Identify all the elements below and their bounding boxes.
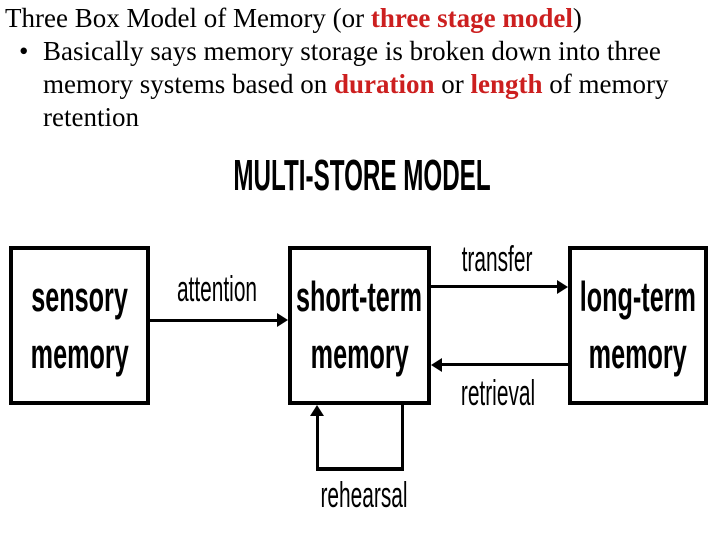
bullet-text: Basically says memory storage is broken … — [43, 35, 669, 134]
bullet-item: • Basically says memory storage is broke… — [19, 35, 717, 134]
text-segment: or — [434, 69, 471, 99]
long-term-memory-box: long-term memory — [568, 246, 708, 405]
sensory-memory-label-line-1: sensory — [31, 273, 128, 320]
text-segment: Three Box Model of Memory (or — [5, 3, 371, 33]
retrieval-arrow-label: retrieval — [460, 372, 536, 413]
transfer-arrow-label: transfer — [461, 238, 533, 279]
retrieval-arrowhead-icon — [431, 358, 442, 372]
diagram-title: MULTI-STORE MODEL — [233, 151, 491, 200]
long-term-memory-label-line-1: long-term — [579, 273, 697, 320]
text-segment: memory systems based on — [43, 69, 334, 99]
sensory-memory-label-line-2: memory — [30, 330, 129, 377]
short-term-memory-label-line-2: memory — [310, 330, 409, 377]
text-segment: ) — [572, 3, 582, 33]
text-segment: duration — [333, 69, 435, 99]
retrieval-arrow-line — [442, 363, 568, 366]
text-segment: retention — [43, 102, 139, 132]
slide-title: Three Box Model of Memory (or three stag… — [5, 2, 717, 35]
text-segment: Basically says memory storage is broken … — [43, 36, 661, 66]
transfer-arrow-line — [431, 285, 558, 288]
attention-arrow-line — [150, 319, 278, 322]
short-term-memory-label-line-1: short-term — [296, 273, 423, 320]
bullet-text-line-3: retention — [43, 101, 669, 134]
rehearsal-loop-bottom-line — [316, 467, 404, 471]
rehearsal-arrowhead-icon — [310, 405, 324, 416]
short-term-memory-box: short-term memory — [288, 246, 431, 405]
text-segment: length — [470, 69, 543, 99]
attention-arrow-label: attention — [176, 268, 258, 309]
rehearsal-arrow-label: rehearsal — [320, 474, 408, 515]
rehearsal-loop-right-line — [401, 405, 404, 468]
slide-header: Three Box Model of Memory (or three stag… — [5, 2, 717, 134]
sensory-memory-box: sensory memory — [9, 246, 150, 405]
text-segment: of memory — [542, 69, 669, 99]
attention-arrowhead-icon — [277, 313, 288, 327]
text-segment: three stage model — [370, 3, 573, 33]
rehearsal-loop-left-line — [316, 416, 319, 471]
bullet-text-line-2: memory systems based on duration or leng… — [43, 68, 669, 101]
transfer-arrowhead-icon — [557, 280, 568, 294]
long-term-memory-label-line-2: memory — [588, 330, 688, 377]
bullet-marker: • — [19, 36, 29, 66]
bullet-text-line-1: Basically says memory storage is broken … — [43, 35, 669, 68]
